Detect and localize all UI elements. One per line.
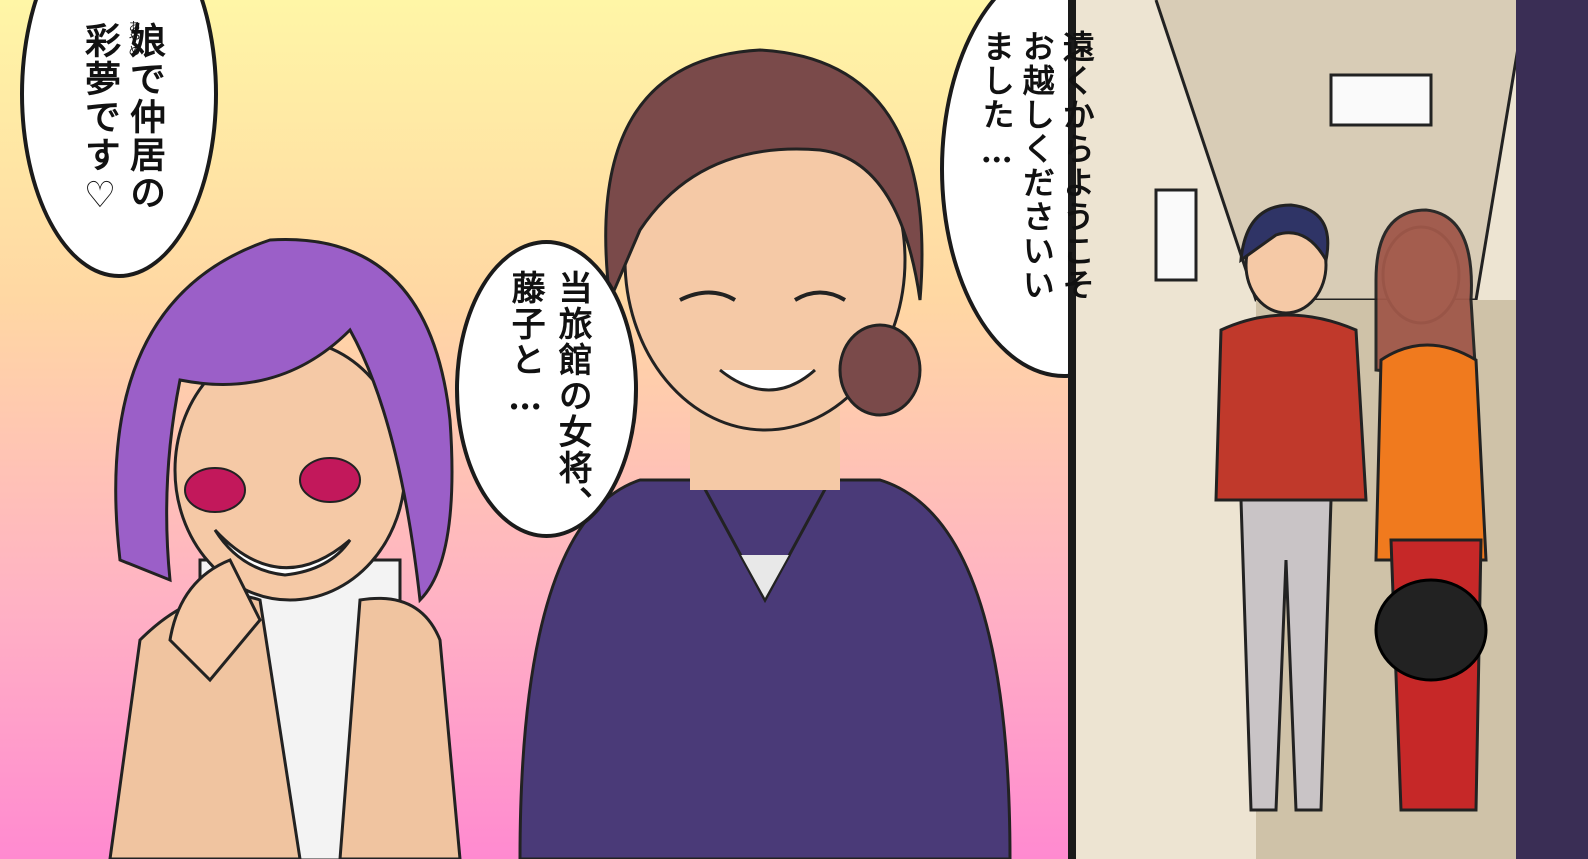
speech-text-left-line1: 娘で仲居の: [124, 22, 166, 212]
left-panel-art: [108, 48, 1012, 859]
speech-text-center-line1: 当旅館の女将、: [552, 270, 593, 522]
purple-haired-girl: [108, 238, 462, 859]
left-panel: 娘で仲居の 彩夢です♡ あやめ 当旅館の女将、 藤子と…: [0, 0, 1076, 859]
kimono-woman: [518, 48, 1012, 859]
right-panel-art: [1076, 0, 1588, 859]
right-panel: [1076, 0, 1588, 859]
young-woman: [1374, 208, 1488, 812]
wall-lamp-icon: [1154, 188, 1198, 282]
speech-ruby: あやめ: [127, 20, 141, 56]
handbag-icon: [1374, 578, 1488, 682]
young-man: [1214, 203, 1368, 812]
speech-bubble-center: [455, 240, 638, 538]
speech-text-right-line3: ました…: [977, 30, 1016, 172]
speech-text-right-line2: お越しくださいい: [1017, 30, 1056, 302]
speech-text-left-line2: 彩夢です♡: [79, 22, 121, 218]
speech-text-right-line1: 遠くからようこそ: [1057, 30, 1096, 302]
speech-text-center-line2: 藤子と…: [505, 270, 546, 420]
ceiling-light-icon: [1329, 73, 1433, 127]
